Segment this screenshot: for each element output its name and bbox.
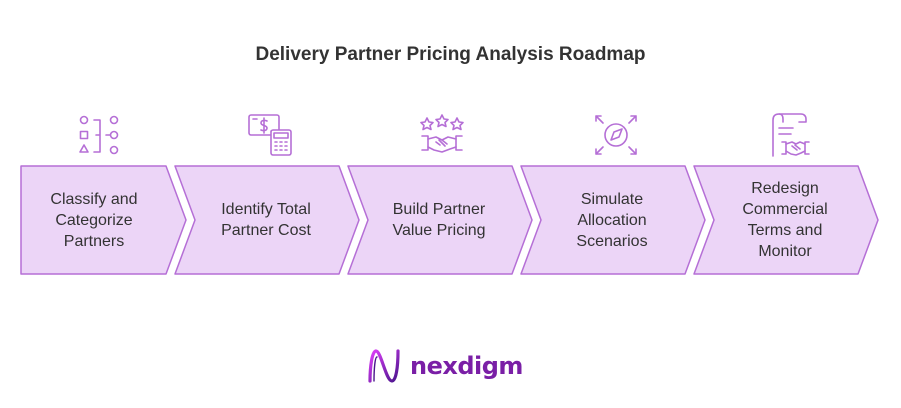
shapes-list-icon	[76, 112, 124, 158]
step-5-label: Redesign Commercial Terms and Monitor	[742, 180, 828, 260]
chevron-step-3	[347, 165, 533, 275]
step-2-label: Identify Total Partner Cost	[221, 201, 311, 239]
nexdigm-logo-mark-icon	[368, 349, 400, 383]
step-4-label: Simulate Allocation Scenarios	[576, 190, 648, 250]
step-3-label: Build Partner Value Pricing	[392, 201, 486, 239]
money-calculator-icon	[247, 112, 295, 158]
contract-handshake-icon	[765, 112, 813, 158]
page-title: Delivery Partner Pricing Analysis Roadma…	[255, 44, 646, 65]
step-1-label: Classify and Categorize Partners	[50, 190, 138, 250]
chevron-step-5	[693, 165, 879, 275]
compass-arrows-icon	[592, 112, 640, 158]
chevron-step-2	[174, 165, 360, 275]
logo-text: nexdigm	[410, 352, 523, 380]
chevron-step-4	[520, 165, 706, 275]
nexdigm-logo: nexdigm	[366, 346, 523, 386]
chevron-step-1	[20, 165, 187, 275]
stars-handshake-icon	[418, 112, 466, 158]
